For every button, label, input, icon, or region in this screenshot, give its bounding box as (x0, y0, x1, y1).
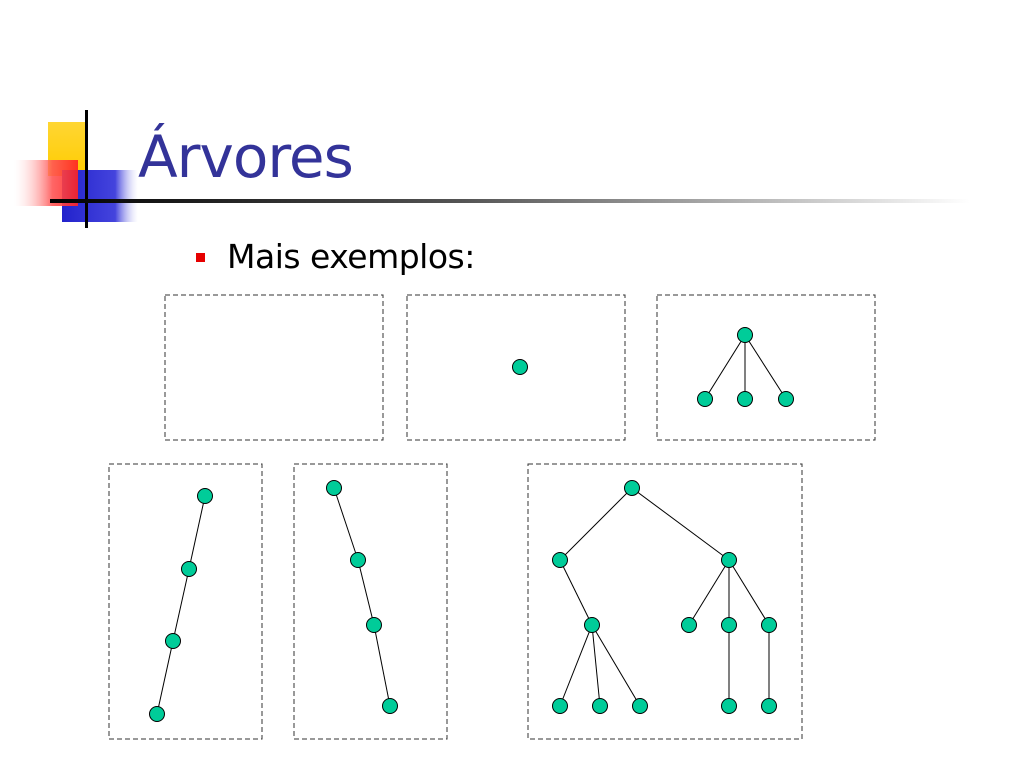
tree-edge (591, 624, 601, 707)
tree-edge (728, 559, 770, 626)
tree-node (721, 552, 737, 568)
tree-edge (373, 624, 391, 707)
tree-node (737, 327, 753, 343)
tree-edge (188, 495, 206, 570)
tree-edge (156, 640, 174, 715)
tree-node (552, 552, 568, 568)
tree-edge (333, 487, 359, 561)
tree-node (350, 552, 366, 568)
tree-node (632, 698, 648, 714)
tree-right-leaning-chain (293, 463, 448, 740)
tree-node (778, 391, 794, 407)
tree-node (721, 617, 737, 633)
page-title: Árvores (138, 123, 354, 191)
tree-multi-level-tree (527, 463, 803, 740)
tree-empty-tree (164, 294, 384, 441)
bullet-text: Mais exemplos: (227, 236, 475, 276)
tree-edge (559, 559, 593, 626)
tree-node (761, 698, 777, 714)
tree-node (761, 617, 777, 633)
dashed-frame (293, 463, 448, 740)
tree-edge (559, 624, 593, 707)
tree-edge (591, 624, 641, 707)
tree-node (382, 698, 398, 714)
tree-node (737, 391, 753, 407)
deco-vertical-line (85, 110, 88, 228)
tree-node (197, 488, 213, 504)
tree-edge (688, 559, 730, 626)
tree-edge (704, 334, 746, 400)
dashed-frame (527, 463, 803, 740)
tree-node (721, 698, 737, 714)
tree-node (624, 480, 640, 496)
tree-root-with-three-children (656, 294, 876, 441)
deco-red-bar (14, 160, 78, 206)
bullet-square-icon (196, 253, 205, 262)
tree-node (512, 359, 528, 375)
tree-node (165, 633, 181, 649)
dashed-frame (656, 294, 876, 441)
tree-node (366, 617, 382, 633)
tree-node (552, 698, 568, 714)
title-decoration (14, 110, 970, 228)
title-underline (50, 199, 970, 203)
tree-edge (172, 568, 190, 642)
tree-edge (559, 487, 633, 561)
tree-node (181, 561, 197, 577)
tree-node (592, 698, 608, 714)
tree-node (326, 480, 342, 496)
tree-node (697, 391, 713, 407)
tree-edge (744, 334, 787, 400)
dashed-frame (406, 294, 626, 441)
tree-edge (631, 487, 730, 561)
bullet-item: Mais exemplos: (196, 236, 475, 276)
dashed-frame (164, 294, 384, 441)
tree-edge (357, 559, 375, 626)
tree-node (584, 617, 600, 633)
dashed-frame (108, 463, 263, 740)
tree-node (149, 706, 165, 722)
tree-single-node-tree (406, 294, 626, 441)
tree-node (681, 617, 697, 633)
tree-left-leaning-chain (108, 463, 263, 740)
